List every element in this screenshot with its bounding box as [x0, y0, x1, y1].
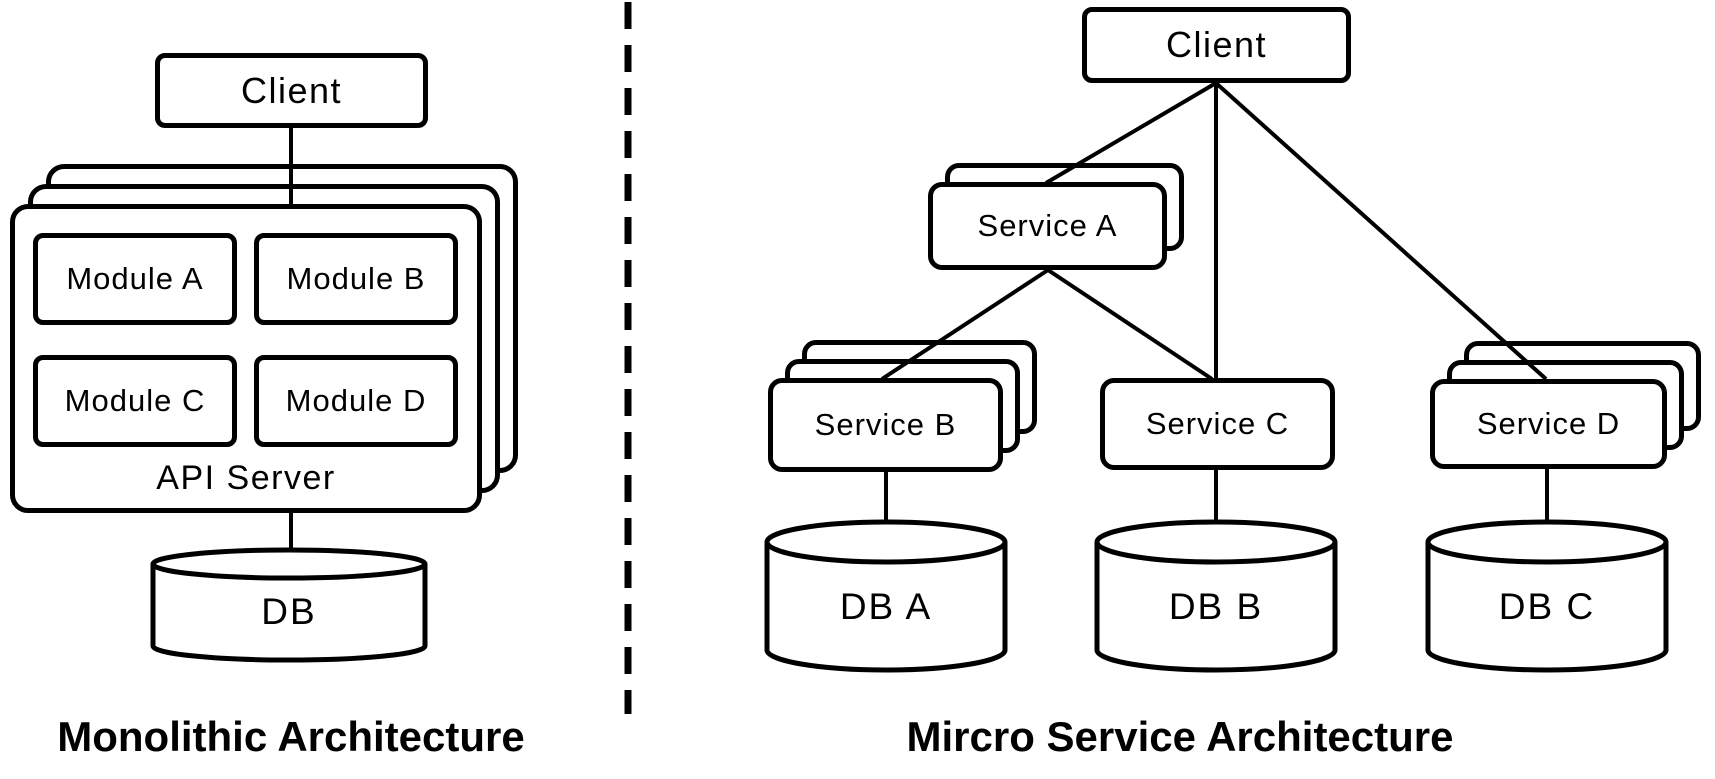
module-d-label: Module D	[285, 383, 427, 418]
module-a-label: Module A	[66, 261, 204, 296]
db-b-cylinder-top	[1094, 519, 1338, 565]
db-label: DB	[261, 591, 317, 632]
module-b-label: Module B	[286, 261, 426, 296]
edge-service-a-to-service-c	[1046, 268, 1214, 381]
service-a-box: Service A	[928, 182, 1167, 270]
db-cylinder-top	[150, 547, 428, 581]
module-c-box: Module C	[33, 355, 237, 447]
microservice-diagram-title: Mircro Service Architecture	[906, 713, 1454, 760]
service-d-box: Service D	[1430, 379, 1667, 469]
service-b-label: Service B	[814, 407, 957, 442]
db-b-label: DB B	[1168, 586, 1264, 627]
monolithic-diagram-title: Monolithic Architecture	[57, 713, 525, 760]
microservice-client-box: Client	[1082, 7, 1351, 83]
module-a-box: Module A	[33, 233, 237, 325]
service-c-box: Service C	[1100, 378, 1335, 470]
microservice-client-label: Client	[1165, 24, 1268, 65]
db-a-label: DB A	[839, 586, 933, 627]
module-b-box: Module B	[254, 233, 458, 325]
service-a-label: Service A	[977, 208, 1118, 243]
edge-client-to-service-d	[1214, 81, 1548, 381]
module-d-box: Module D	[254, 355, 458, 447]
api-server-label: API Server	[156, 458, 336, 497]
db-a-cylinder-top	[764, 519, 1008, 565]
db-c-label: DB C	[1498, 586, 1596, 627]
db-c-cylinder-top	[1425, 519, 1669, 565]
service-c-label: Service C	[1145, 406, 1290, 441]
monolithic-client-box: Client	[155, 53, 428, 128]
module-c-label: Module C	[64, 383, 206, 418]
service-b-box: Service B	[768, 378, 1003, 472]
service-d-label: Service D	[1476, 406, 1621, 441]
monolithic-client-label: Client	[240, 69, 343, 111]
